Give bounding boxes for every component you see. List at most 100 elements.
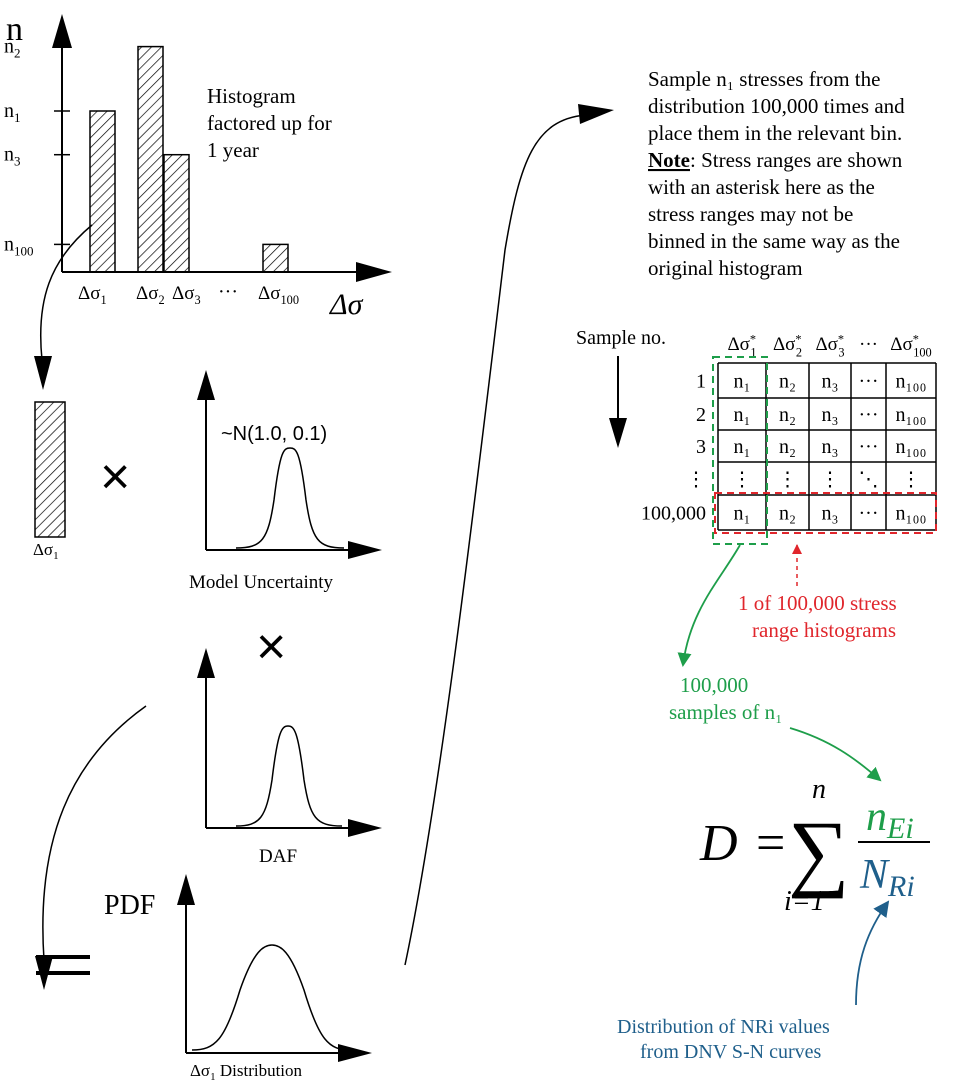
mu-x-axis-arrow [348,541,382,559]
blue-arrow [855,900,890,1006]
mu-curve [235,447,345,549]
table-column-header: Δσ*100 [890,332,931,359]
single-bar-label: Δσ1 [33,540,59,562]
table-headers: Δσ*1 Δσ*2 Δσ*3 ··· Δσ*100 [727,332,931,359]
green-note-line-2: samples of n₁ [669,700,782,724]
sampling-note-line-1: Sample n₁ stresses from the [648,67,880,91]
hist-bar [137,45,164,273]
table-cell: ··· [859,371,879,393]
hist-y-axis-label: n [6,11,23,48]
hist-y-tick-label: n100 [4,233,34,258]
blue-note-line-2: from DNV S-N curves [640,1041,821,1063]
pdf-y-label: PDF [104,890,155,921]
hist-y-axis-arrow [52,14,72,48]
table-cell: ⋮ [820,469,840,491]
arrow-pdf-to-sampling [404,114,586,966]
sampling-note-line-6: stress ranges may not be [648,202,853,226]
red-note-line-1: 1 of 100,000 stress [738,591,897,615]
sampling-note-line-8: original histogram [648,256,803,280]
table-cell: n₂ [779,503,796,525]
daf-curve [235,725,343,827]
table-cell: ⋮ [732,469,752,491]
pdf-x-label: Δσ1 Distribution [190,1061,303,1083]
formula-denominator: NRi [859,852,915,903]
hist-bars [89,45,289,273]
hist-x-tick-label: Δσ100 [258,283,299,307]
table-cell: ⋮ [778,469,798,491]
hist-note-line-3: 1 year [207,138,259,162]
table-cell: n₁₀₀ [896,404,927,426]
sampling-note-line-5: with an asterisk here as the [648,175,875,199]
table-cell: n₂ [779,436,796,458]
mu-distribution-label: ~N(1.0, 0.1) [221,423,327,445]
table-cell: n₂ [779,371,796,393]
hist-bar [89,110,116,273]
sampling-note-line-4: Note: Stress ranges are shown [648,148,903,172]
blue-note-line-1: Distribution of NRi values [617,1016,830,1038]
daf-y-axis-arrow [197,648,215,678]
table-cell: ⋮ [901,469,921,491]
column-highlight [712,356,768,545]
damage-formula: D = n ∑ i=1 nEi NRi [699,774,930,917]
table-cell: ⋱ [859,469,879,491]
table-cell: n₁₀₀ [896,371,927,393]
arrow-hist-to-bar [39,224,93,361]
table-cell: n₃ [822,436,839,458]
multiply-sign-1: × [100,448,130,506]
daf-plot: DAF [197,648,382,867]
arrow-pdf-to-sampling-head [578,104,614,124]
table-cell: n₃ [822,503,839,525]
hist-x-axis-arrow [356,262,392,282]
pdf-y-axis-arrow [177,874,195,905]
hist-x-tick-label: Δσ2 [136,283,165,307]
table-cell: n₁ [734,436,751,458]
sample-direction-arrow-head [609,418,627,448]
model-uncertainty-plot: ~N(1.0, 0.1) Model Uncertainty [189,370,382,593]
sample-header: Sample no. [576,327,666,349]
table-row-label: 1 [696,371,706,393]
hist-x-tick-label: Δσ1 [78,283,107,307]
table-cell: ··· [859,404,879,426]
table-column-header: ··· [859,334,878,355]
hist-note-line-2: factored up for [207,111,332,135]
hist-x-axis-label: Δσ [329,288,364,321]
equals-sign [36,955,90,975]
arrow-to-equals [42,705,147,961]
table-column-header: Δσ*2 [773,332,802,359]
formula-sum-lower: i=1 [784,886,825,917]
green-arrow-formula [789,727,882,782]
table-cell: n₁₀₀ [896,503,927,525]
table-column-header: Δσ*1 [727,332,756,359]
hist-y-tick-label: n2 [4,36,21,61]
formula-lhs: D [699,815,738,872]
table-cell: n₁ [734,404,751,426]
equals-bar-bottom [36,971,90,975]
table-row-label: 3 [696,436,706,458]
pdf-plot: PDF Δσ1 Distribution [104,874,372,1083]
table-row-labels: 123⋮100,000 [641,371,706,525]
formula-numerator: nEi [866,794,914,845]
table-column-header: Δσ*3 [815,332,844,359]
table-row-label: ⋮ [686,469,706,491]
hist-note-line-1: Histogram [207,84,296,108]
pdf-x-axis-arrow [338,1044,372,1062]
hist-x-tick-label: Δσ3 [172,283,201,307]
table-cell: n₁ [734,503,751,525]
arrow-hist-to-bar-head [34,356,52,390]
hist-y-tick-label: n1 [4,100,21,125]
note-label: Note [648,148,690,172]
hist-x-ellipsis: ··· [218,281,238,303]
multiply-sign-2: × [256,618,286,676]
green-arrow-column [677,544,741,667]
mu-label: Model Uncertainty [189,572,334,593]
table-cell: ··· [859,503,879,525]
sampling-note: Sample n₁ stresses from the distribution… [648,67,905,280]
table-cells: n₁ n₂ n₃ ··· n₁₀₀ n₁ n₂ n₃ ··· n₁₀₀ n₁ n₂ n₃ ··· n₁₀₀ ⋮… [732,371,926,525]
red-note-line-2: range histograms [752,618,896,642]
table-cell: n₃ [822,371,839,393]
daf-x-axis-arrow [348,819,382,837]
